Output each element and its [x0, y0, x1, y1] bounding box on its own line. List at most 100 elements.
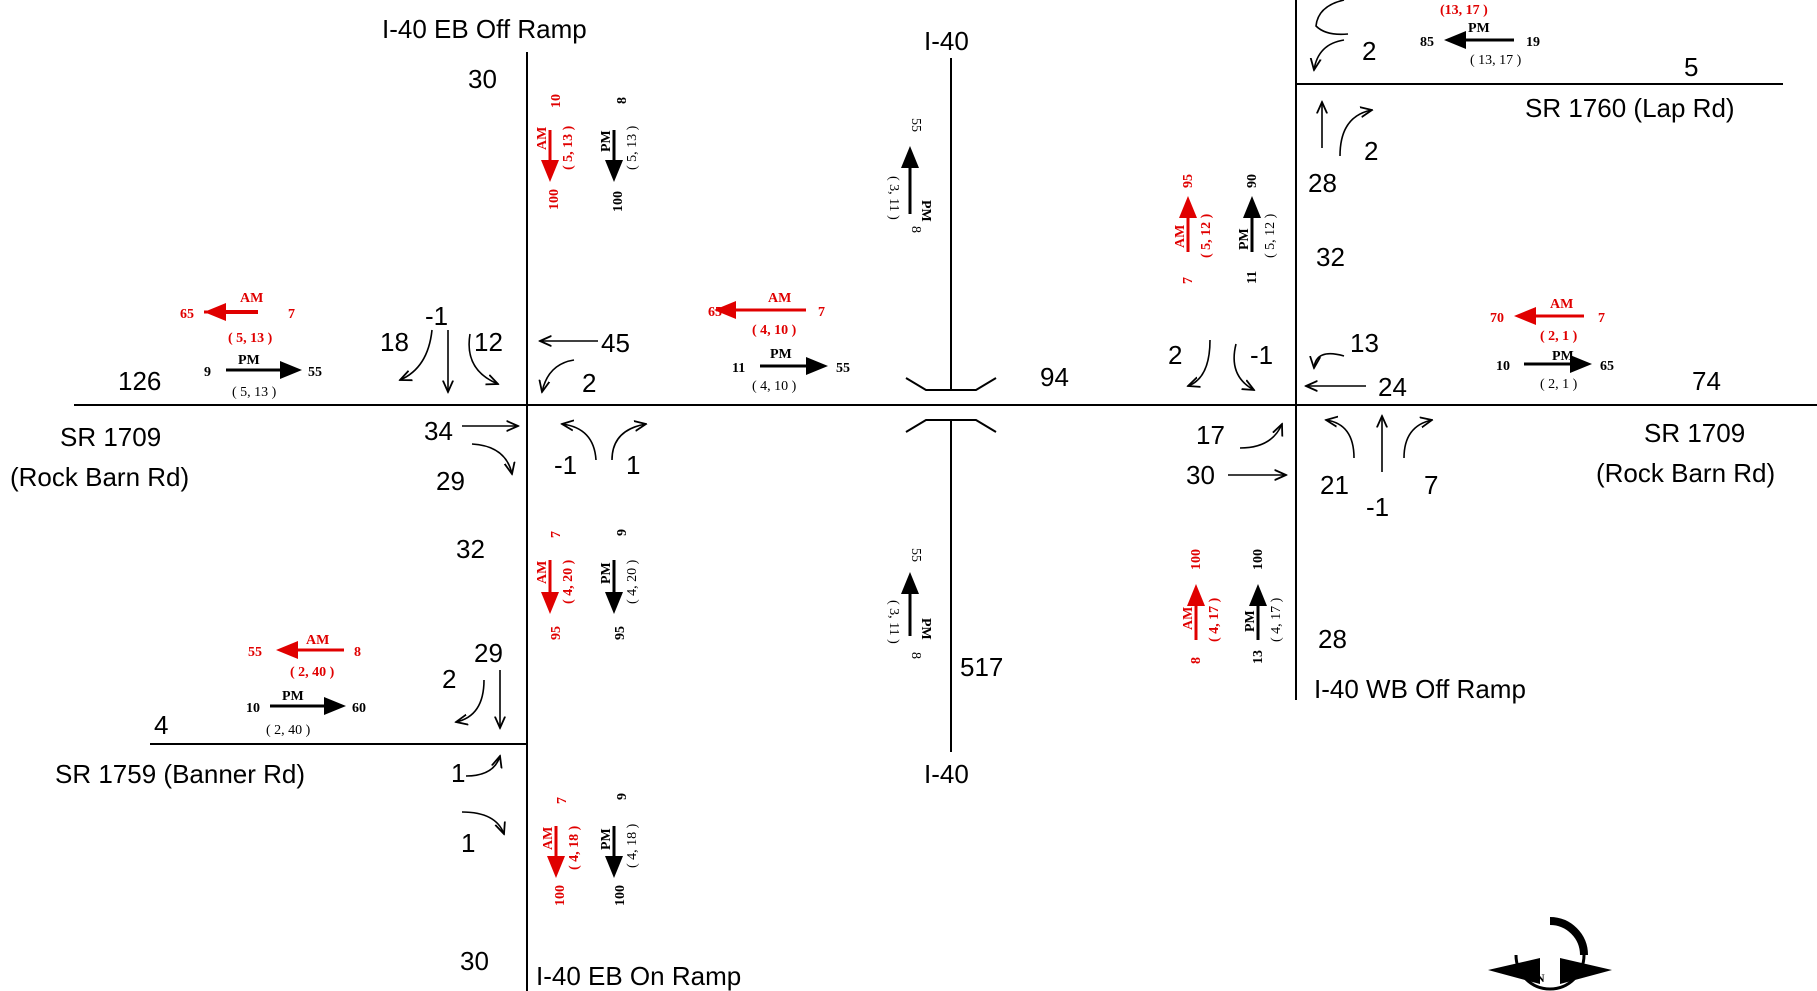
pf-w-am-we: 7: [288, 307, 295, 322]
vpf-ebs-pm-top: 9: [615, 529, 630, 536]
arrow-e-sb-right: [1233, 343, 1254, 390]
pf-b-am-we: 8: [354, 645, 361, 660]
pf-l-pm-ww: 85: [1420, 35, 1434, 50]
bridge-bottom: [905, 419, 997, 433]
tv-w-eb-thru: 34: [424, 416, 453, 446]
turn-arrows: [400, 0, 1432, 834]
pf-mid-pm-we: 55: [836, 361, 850, 376]
tv-l-sb-left: 2: [1362, 36, 1376, 66]
vpf-wbo-pm-top: 100: [1251, 549, 1266, 570]
vpf-ebs-am-k: ( 4, 20 ): [561, 559, 576, 604]
pf-e-pm-we: 65: [1600, 359, 1614, 374]
arrow-e-nb-left: [1326, 420, 1355, 459]
tv-w-wb-thru: 45: [601, 328, 630, 358]
pf-w-am-ww: 65: [180, 307, 194, 322]
tv-w-sb-right: 12: [474, 327, 503, 357]
wb-off-ramp-label: I-40 WB Off Ramp: [1314, 674, 1526, 704]
pf-l-pm-k: ( 13, 17 ): [1470, 53, 1522, 68]
pf-e-am-label: AM: [1550, 297, 1573, 312]
tv-e-eb-thru: 30: [1186, 460, 1215, 490]
tv-w-eb-right: 29: [436, 466, 465, 496]
vpf-lapv-pm-k: ( 5, 12 ): [1263, 213, 1278, 258]
pf-mid-am-label: AM: [768, 291, 791, 306]
tv-w-sb-thru: -1: [425, 301, 448, 331]
vpf-ebs-pm-bot: 95: [613, 626, 628, 640]
compass-letter: N: [1536, 971, 1545, 985]
i40-top-label: I-40: [924, 26, 969, 56]
tv-b-sb-thru: 29: [474, 638, 503, 668]
tv-e-wb-uturn: 13: [1350, 328, 1379, 358]
vpf-ebs-pm-label: PM: [599, 562, 614, 584]
pf-e-am-k: ( 2, 1 ): [1540, 329, 1578, 344]
pf-w-pm-label: PM: [238, 353, 260, 368]
vpf-i40s-pm-top: 55: [908, 548, 923, 562]
vpf-wbo-pm-label: PM: [1243, 610, 1258, 632]
vol-sr1709-west: 126: [118, 366, 161, 396]
vpf-i40-north: PM 55 ( 3, 11 ) 8: [886, 118, 933, 233]
vpf-i40-south: PM 55 ( 3, 11 ) 8: [886, 548, 933, 659]
vpf-ebo-am-bot: 100: [547, 189, 562, 210]
vpf-wbo-am-bot: 8: [1189, 657, 1204, 664]
arrow-w-wb-left: [542, 359, 575, 392]
bridge-top: [905, 377, 997, 391]
i40-bottom-label: I-40: [924, 759, 969, 789]
pf-b-pm-ww: 10: [246, 701, 260, 716]
vpf-wbo-am-top: 100: [1189, 549, 1204, 570]
tv-e-sb-left: 2: [1168, 340, 1182, 370]
arrow-l-sb-left: [1314, 39, 1345, 70]
vpf-ebon-am-label: AM: [541, 827, 556, 850]
vol-eb-on-ramp: 30: [460, 946, 489, 976]
vpf-ebon-pm-top: 9: [615, 793, 630, 800]
tv-w-nb-right: 1: [626, 450, 640, 480]
vpf-i40s-pm-label: PM: [918, 618, 933, 640]
arrow-b-eb-right: [461, 811, 504, 834]
eb-on-ramp-label: I-40 EB On Ramp: [536, 961, 741, 991]
pf-mid-am-ww: 65: [708, 305, 722, 320]
vol-sr1760: 5: [1684, 52, 1698, 82]
vpf-lap-rd: AM 95 ( 5, 12 ) 7 PM 90 ( 5, 12 ) 11: [1173, 174, 1278, 284]
vpf-wbo-am-k: ( 4, 17 ): [1207, 597, 1222, 642]
north-compass-icon: N: [1488, 917, 1612, 991]
pf-mid-pm-k: ( 4, 10 ): [752, 379, 797, 394]
vol-i40-bridge: 94: [1040, 362, 1069, 392]
vpf-ebon-am-top: 7: [555, 797, 570, 804]
vol-sr1759: 4: [154, 710, 168, 740]
vpf-lapv-pm-top: 90: [1245, 174, 1260, 188]
vpf-i40n-pm-bot: 8: [908, 226, 923, 233]
tv-e-nb-thru: -1: [1366, 492, 1389, 522]
sr1709-east-label-1: SR 1709: [1644, 418, 1745, 448]
vpf-ebon-pm-label: PM: [599, 828, 614, 850]
pf-b-am-label: AM: [306, 633, 329, 648]
tv-b-sb-left: 2: [442, 664, 456, 694]
vpf-ebo-am-top: 10: [549, 94, 564, 108]
vpf-wbo-pm-k: ( 4, 17 ): [1269, 597, 1284, 642]
vpf-lapv-pm-bot: 11: [1245, 271, 1260, 284]
vpf-ebs-pm-k: ( 4, 20 ): [625, 559, 640, 604]
arrow-l-partial: [1315, 0, 1349, 36]
tv-w-nb-left: -1: [554, 450, 577, 480]
pf-e-pm-ww: 10: [1496, 359, 1510, 374]
tv-l-nb-right: 2: [1364, 136, 1378, 166]
arrow-e-wb-uturn: [1314, 352, 1345, 368]
vpf-ebo-pm-bot: 100: [611, 191, 626, 212]
tv-w-wb-left: 2: [582, 368, 596, 398]
vpf-ebon-am-bot: 100: [553, 885, 568, 906]
tv-b-eb-right: 1: [461, 828, 475, 858]
pf-mid-pm-label: PM: [770, 347, 792, 362]
vpf-i40s-pm-k: ( 3, 11 ): [886, 600, 901, 644]
lap-rd-label: SR 1760 (Lap Rd): [1525, 93, 1735, 123]
vpf-eb-off: AM 10 ( 5, 13 ) 100 PM 8 ( 5, 13 ) 100: [535, 94, 640, 212]
pf-w-am-label: AM: [240, 291, 263, 306]
vol-sr1709-east: 74: [1692, 366, 1721, 396]
vpf-ebon-pm-bot: 100: [613, 885, 628, 906]
vpf-eb-south: AM 7 ( 4, 20 ) 95 PM 9 ( 4, 20 ) 95: [535, 529, 640, 640]
vpf-lapv-am-bot: 7: [1181, 277, 1196, 284]
tv-e-nb-right: 7: [1424, 470, 1438, 500]
horizontal-peak-arrows: [204, 31, 1592, 715]
vpf-i40n-pm-top: 55: [908, 118, 923, 132]
pf-mid-pm-ww: 11: [732, 361, 745, 376]
tv-w-sb-left: 18: [380, 327, 409, 357]
pf-b-am-k: ( 2, 40 ): [290, 665, 335, 680]
vpf-ebs-am-label: AM: [535, 561, 550, 584]
